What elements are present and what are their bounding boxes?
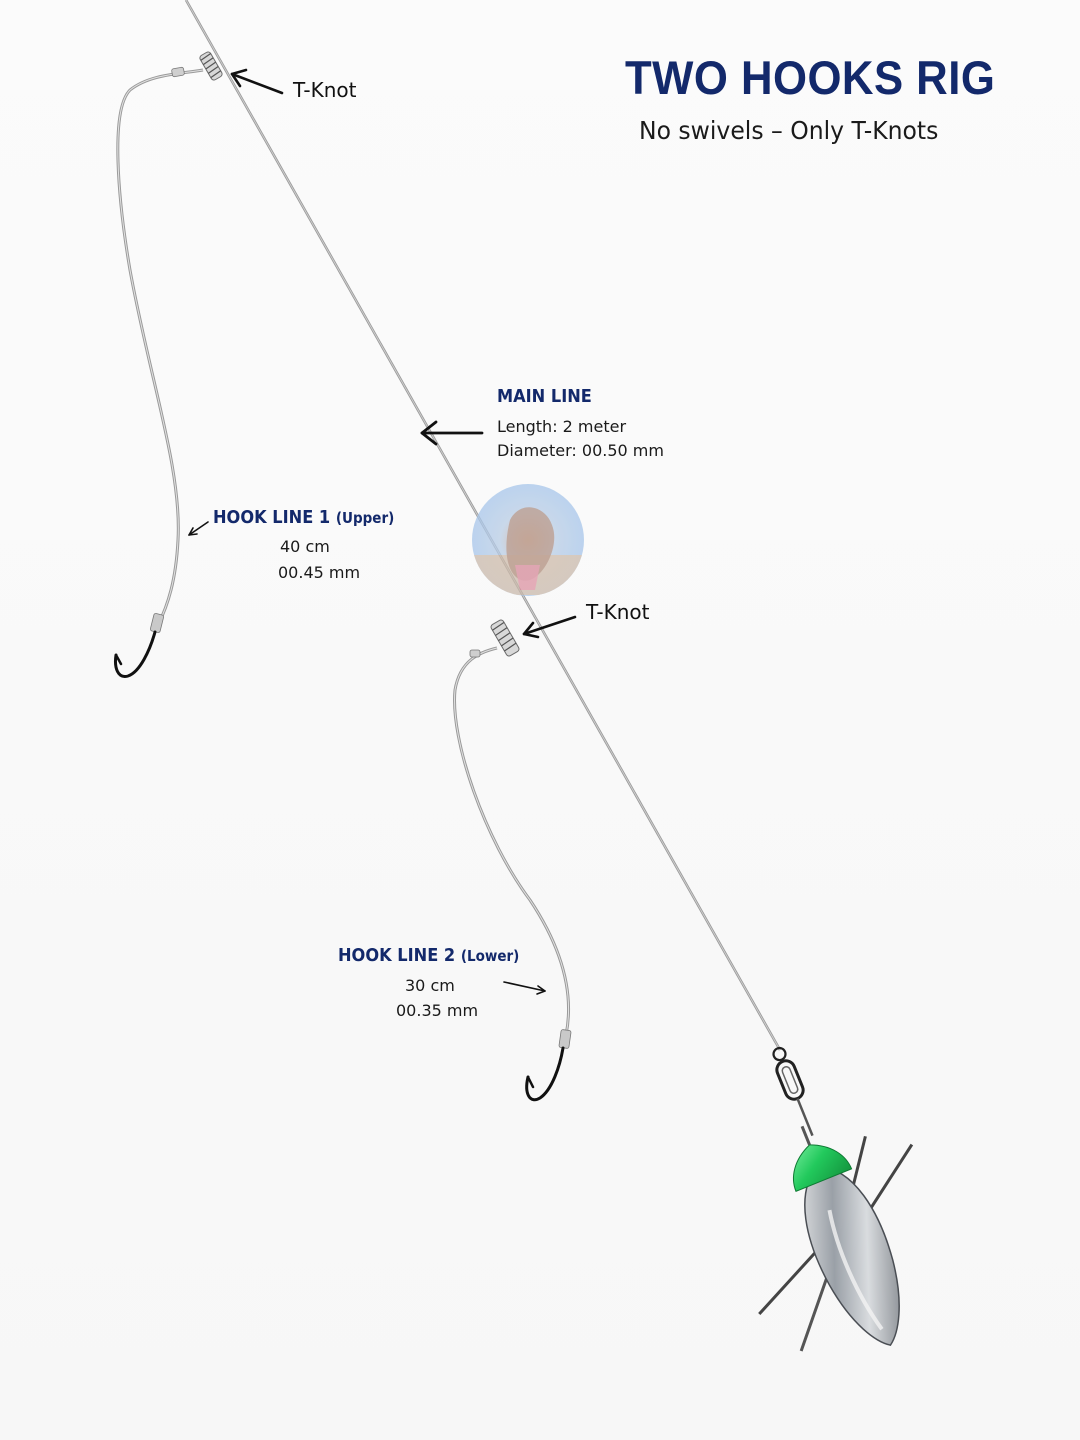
page-subtitle: No swivels – Only T-Knots (639, 116, 939, 145)
arrow-main-line (420, 420, 484, 446)
arrow-hook-line-2 (503, 981, 546, 995)
hook-line-2-diameter: 00.35 mm (396, 1001, 479, 1020)
main-line-diameter: Diameter: 00.50 mm (497, 441, 664, 460)
hook-line-1-name: HOOK LINE 1 (213, 507, 331, 528)
photo-watermark-icon (472, 484, 584, 596)
t-knot-wrap-icon (490, 619, 520, 657)
t-knot-wrap-icon (199, 51, 223, 81)
tknot-lower-label: T-Knot (586, 600, 650, 624)
hook-line-2-title: HOOK LINE 2 (Lower) (338, 945, 519, 966)
hook-line-2-name: HOOK LINE 2 (338, 945, 456, 966)
page-title: TWO HOOKS RIG (625, 51, 996, 104)
hook-line-1 (116, 66, 204, 626)
hook-line-1-title: HOOK LINE 1 (Upper) (213, 507, 394, 528)
main-line-title: MAIN LINE (497, 386, 592, 407)
hook-icon (114, 613, 165, 678)
hook-line-2-length: 30 cm (405, 976, 455, 995)
hook-line-1-length: 40 cm (280, 537, 330, 556)
hook-line-1-diameter: 00.45 mm (278, 563, 361, 582)
arrow-tknot-lower (522, 615, 577, 639)
snap-swivel-icon (772, 1046, 814, 1137)
hook-line-2 (453, 646, 571, 1036)
tknot-upper-label: T-Knot (293, 78, 357, 102)
hook-line-2-qualifier: (Lower) (460, 947, 520, 965)
arrow-hook-line-1 (188, 521, 209, 536)
arrow-tknot-upper (230, 68, 284, 95)
hook-icon (525, 1029, 572, 1102)
hook-line-1-qualifier: (Upper) (335, 509, 395, 527)
grapnel-sinker-icon (758, 1125, 914, 1352)
main-line-length: Length: 2 meter (497, 417, 627, 436)
